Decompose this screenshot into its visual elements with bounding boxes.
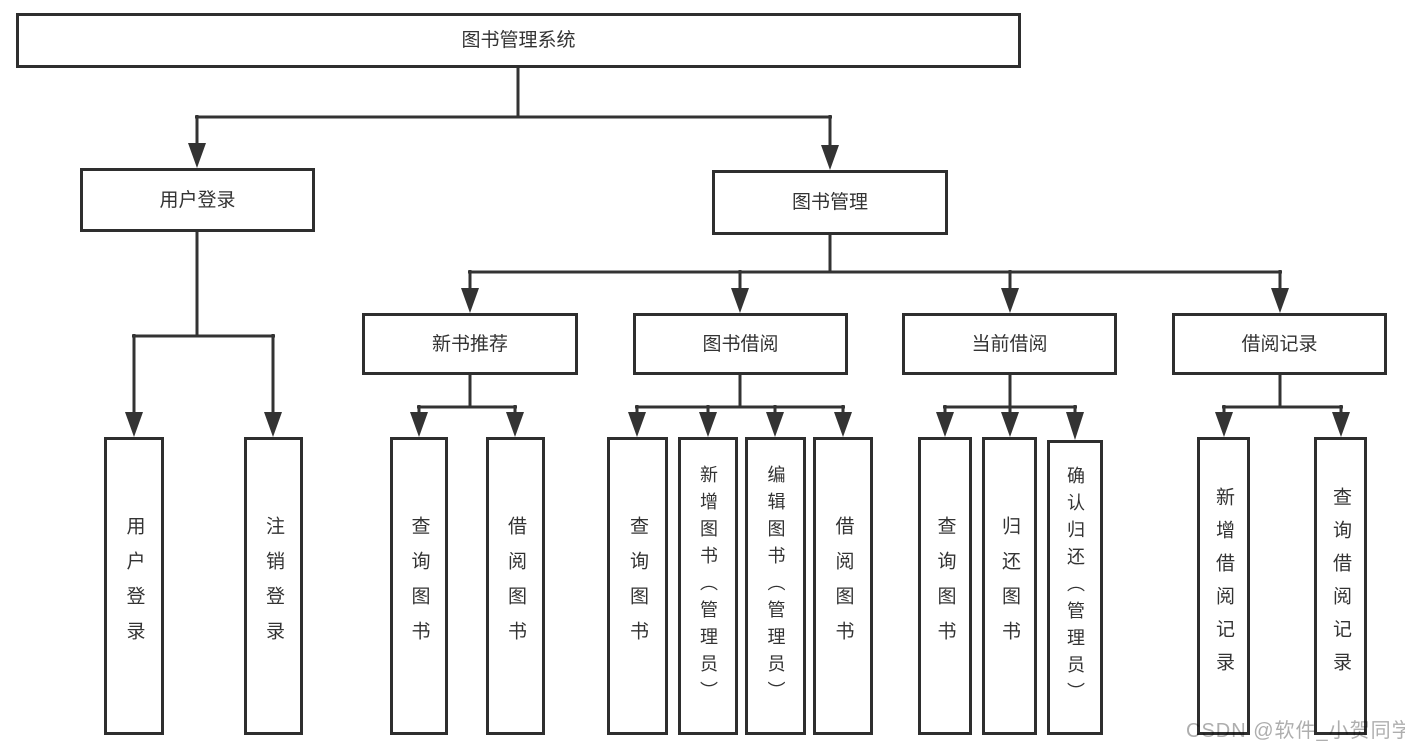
node-label: 新增借阅记录 xyxy=(1213,487,1234,685)
leaf-edit-books-admin: 编辑图书（管理员） xyxy=(745,437,806,735)
leaf-query-books-1: 查询图书 xyxy=(390,437,448,735)
leaf-add-borrow-record: 新增借阅记录 xyxy=(1197,437,1250,735)
node-label: 注销登录 xyxy=(263,516,284,656)
node-library-management-system: 图书管理系统 xyxy=(16,13,1021,68)
node-label: 借阅图书 xyxy=(832,516,854,656)
leaf-return-books: 归还图书 xyxy=(982,437,1037,735)
leaf-query-books-3: 查询图书 xyxy=(918,437,972,735)
node-label: 归还图书 xyxy=(999,516,1020,656)
node-label: 借阅记录 xyxy=(1241,333,1318,355)
node-label: 查询借阅记录 xyxy=(1330,487,1351,685)
node-label: 编辑图书（管理员） xyxy=(765,464,786,708)
node-label: 图书借阅 xyxy=(702,333,779,355)
node-label: 用户登录 xyxy=(159,189,236,211)
node-borrowing-records: 借阅记录 xyxy=(1172,313,1387,375)
node-book-borrowing: 图书借阅 xyxy=(633,313,848,375)
leaf-confirm-return-admin: 确认归还（管理员） xyxy=(1047,440,1103,735)
leaf-borrow-books-2: 借阅图书 xyxy=(813,437,873,735)
leaf-user-login: 用户登录 xyxy=(104,437,164,735)
leaf-query-books-2: 查询图书 xyxy=(607,437,668,735)
leaf-add-books-admin: 新增图书（管理员） xyxy=(678,437,738,735)
node-label: 查询图书 xyxy=(934,516,956,656)
node-label: 新书推荐 xyxy=(431,333,508,355)
csdn-watermark: CSDN @软件_小贺同学 xyxy=(1186,720,1405,742)
node-label: 用户登录 xyxy=(123,516,145,656)
node-label: 查询图书 xyxy=(408,516,430,656)
node-label: 借阅图书 xyxy=(505,516,526,656)
node-book-management: 图书管理 xyxy=(712,170,948,235)
leaf-borrow-books-1: 借阅图书 xyxy=(486,437,545,735)
node-label: 新增图书（管理员） xyxy=(698,464,718,708)
node-label: 确认归还（管理员） xyxy=(1065,466,1085,709)
node-user-login-branch: 用户登录 xyxy=(80,168,315,232)
leaf-logout: 注销登录 xyxy=(244,437,303,735)
leaf-query-borrow-record: 查询借阅记录 xyxy=(1314,437,1367,735)
node-label: 当前借阅 xyxy=(971,333,1048,355)
node-new-book-recommendation: 新书推荐 xyxy=(362,313,578,375)
node-label: 图书管理 xyxy=(791,192,868,213)
node-current-borrowing: 当前借阅 xyxy=(902,313,1117,375)
node-label: 查询图书 xyxy=(627,516,648,656)
node-label: 图书管理系统 xyxy=(461,30,576,51)
